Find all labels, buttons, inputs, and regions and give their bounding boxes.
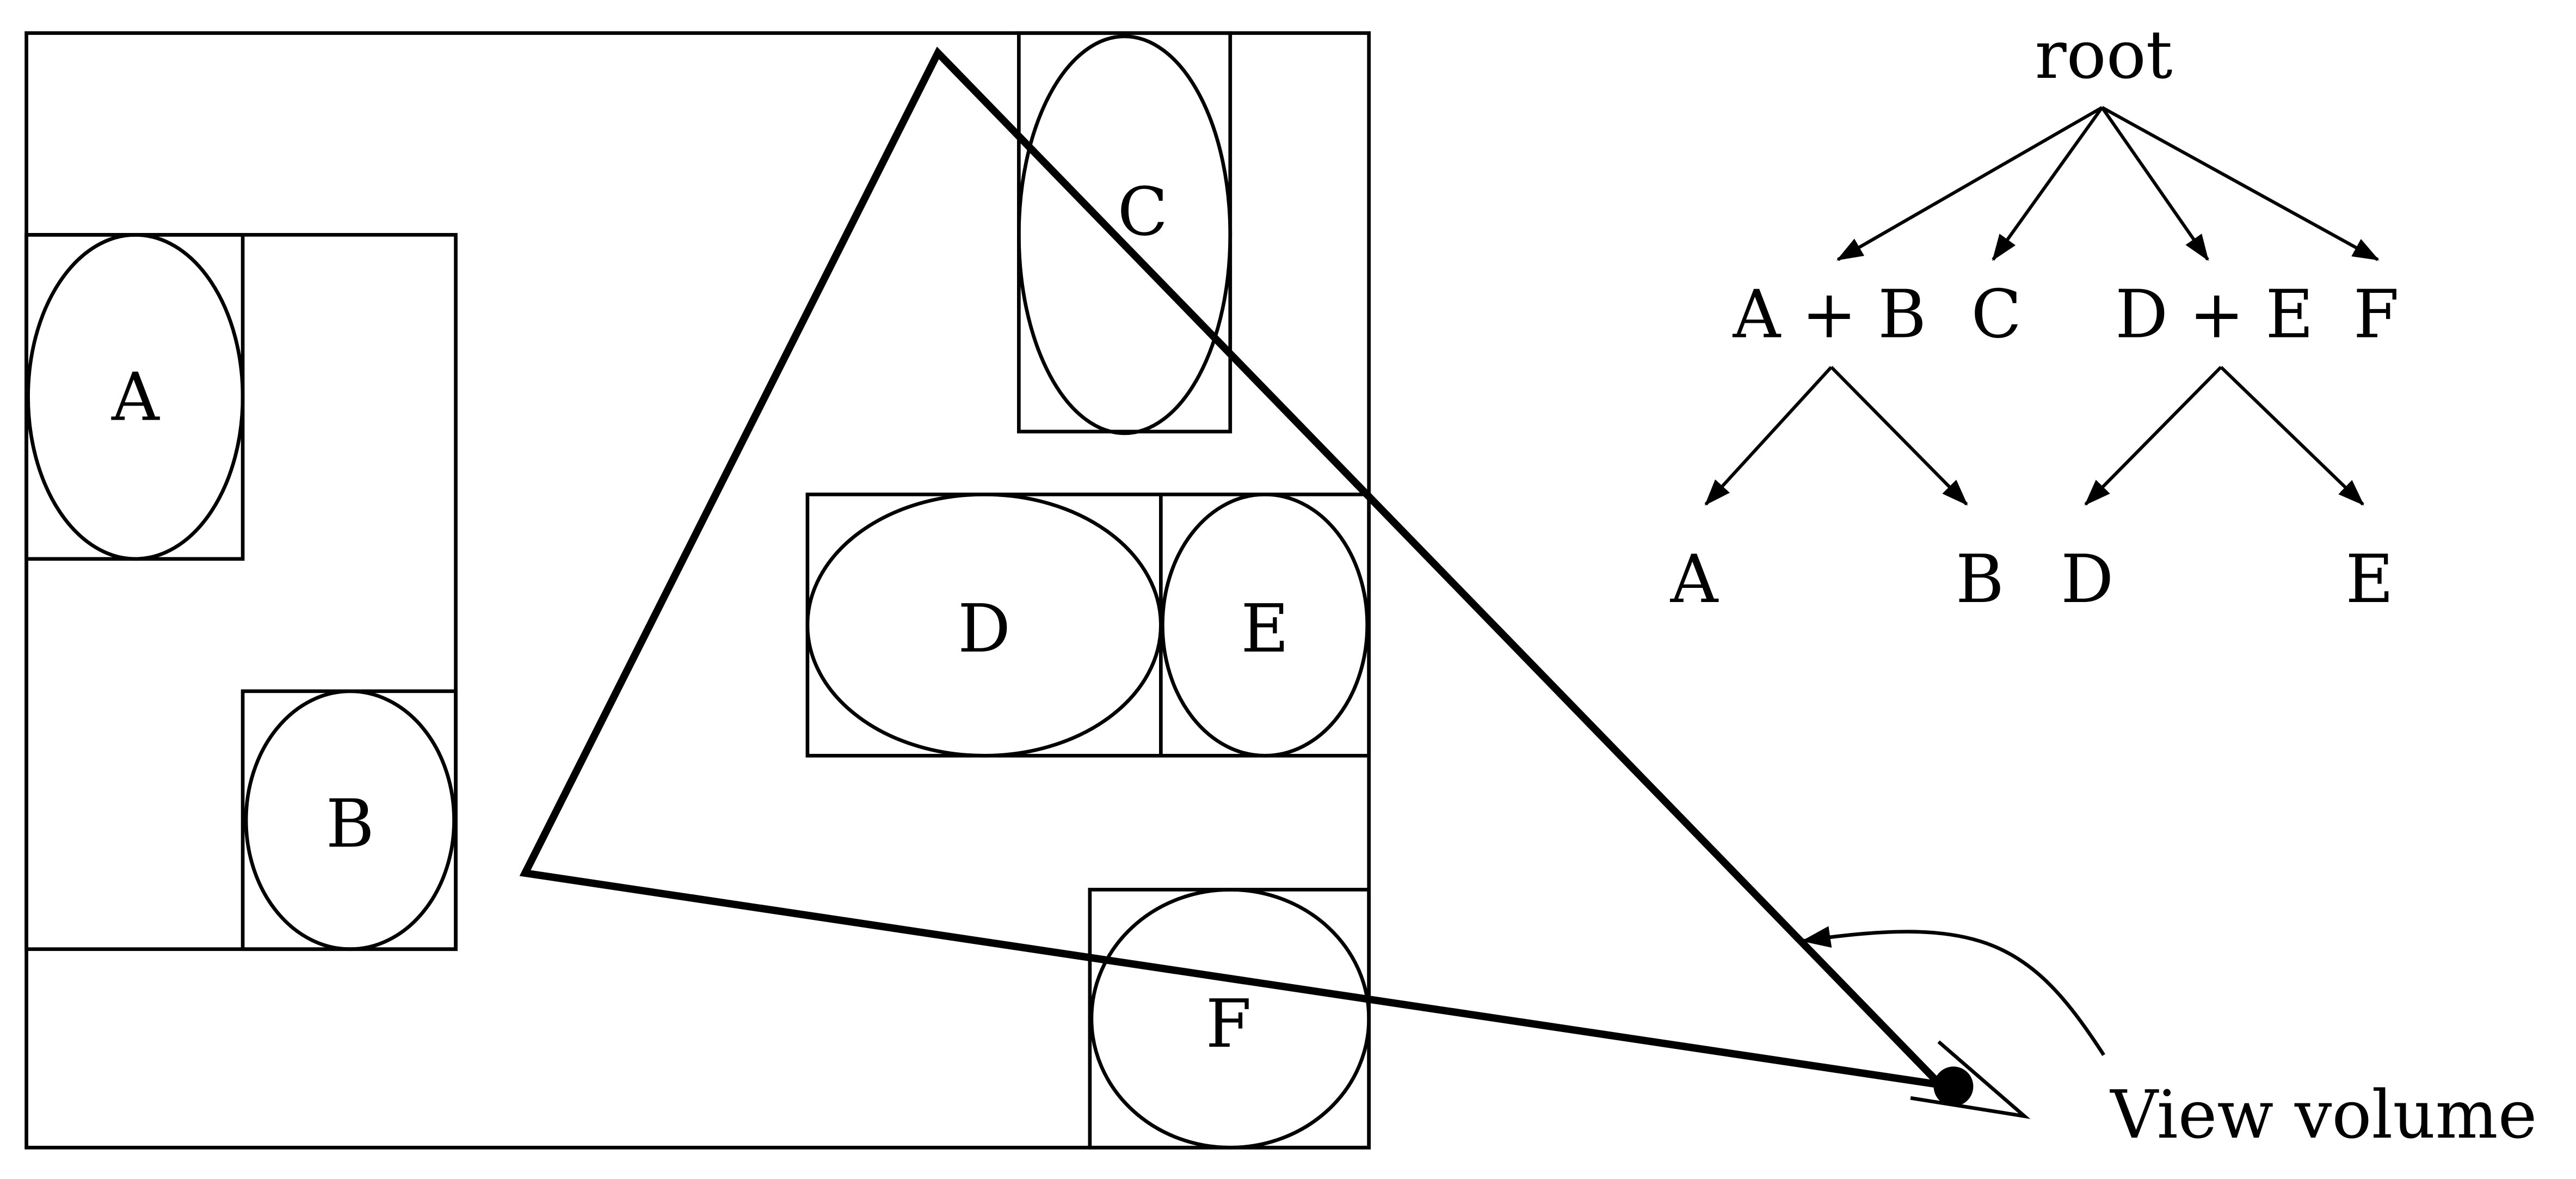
edge-de-e [2220, 366, 2364, 506]
scene-labels: A B C D E F [111, 173, 1289, 1063]
object-a-ellipse [26, 233, 245, 561]
edge-root-f [2101, 106, 2380, 261]
object-c-label: C [1118, 173, 1168, 250]
tree-root-label: root [2035, 16, 2173, 94]
edge-root-c [1992, 106, 2104, 261]
tree-leaf-a: A [1670, 541, 1719, 618]
object-e-ellipse [1161, 492, 1369, 758]
object-b-label: B [326, 785, 374, 862]
edge-root-de [2100, 106, 2209, 261]
object-f-ellipse [1089, 888, 1371, 1150]
scene [24, 31, 1371, 1150]
view-volume-label: View volume [2109, 1076, 2537, 1153]
tree-leaf-d: D [2061, 541, 2113, 618]
hierarchy-tree: root A + B C D + E F A B D E [1670, 16, 2399, 618]
edge-ab-b [1830, 366, 1968, 506]
object-c-ellipse [1017, 34, 1232, 435]
tree-edges [1704, 106, 2380, 506]
object-f-label: F [1206, 985, 1252, 1063]
eye-point-icon [1933, 1066, 1974, 1107]
object-e-label: E [1241, 590, 1289, 667]
object-a-label: A [111, 359, 160, 436]
edge-root-ab [1836, 106, 2103, 261]
tree-node-ab: A + B [1732, 276, 1926, 353]
view-volume-pointer-arrow [1801, 926, 2105, 1056]
eye-lens-icon [1910, 1040, 2031, 1119]
object-d-label: D [958, 590, 1010, 667]
view-frustum [519, 46, 1951, 1090]
object-b-ellipse [244, 689, 456, 951]
view-volume: View volume [519, 46, 2537, 1153]
edge-ab-a [1704, 366, 1833, 506]
tree-leaf-e: E [2345, 541, 2394, 618]
tree-node-c: C [1971, 276, 2022, 353]
edge-de-d [2084, 366, 2222, 506]
tree-node-de: D + E [2115, 276, 2314, 353]
tree-leaf-b: B [1956, 541, 2004, 618]
tree-node-f: F [2353, 276, 2399, 353]
